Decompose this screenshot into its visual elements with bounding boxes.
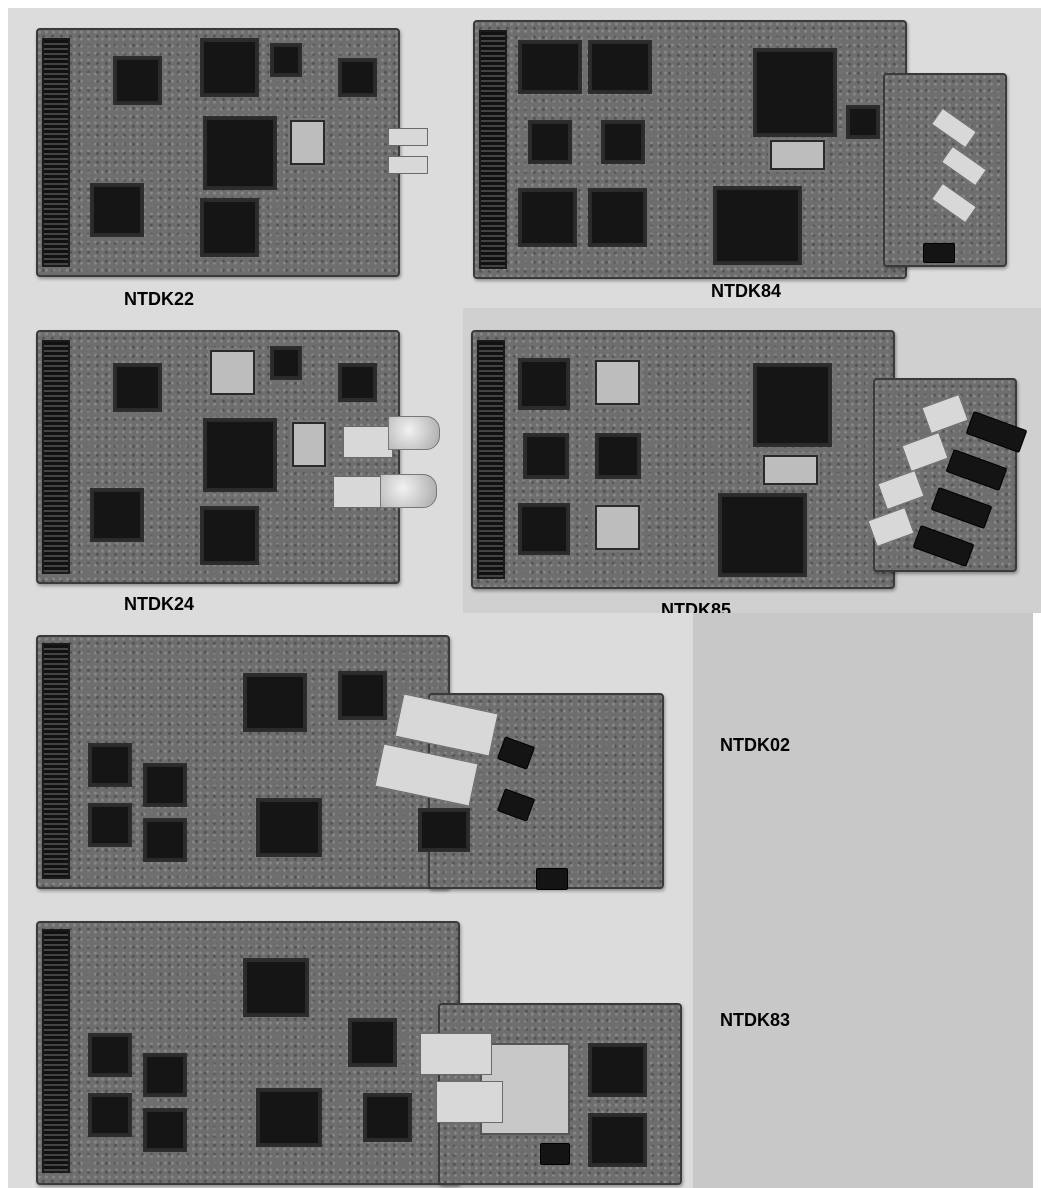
label-ntdk84: NTDK84 — [711, 281, 782, 301]
label-ntdk83: NTDK83 — [720, 1010, 791, 1030]
chip — [588, 1043, 647, 1097]
chip — [256, 798, 322, 857]
panel-ntdk83: NTDK83 — [8, 903, 1033, 1188]
edge-connector — [42, 340, 70, 574]
optical-transceiver — [333, 476, 383, 508]
chip — [88, 1093, 132, 1137]
chip — [601, 120, 645, 164]
chip — [88, 803, 132, 847]
panel-ntdk84: NTDK84 — [463, 8, 1041, 308]
chip — [593, 503, 642, 552]
chip — [588, 40, 652, 94]
chip — [846, 105, 880, 139]
chip — [203, 418, 277, 492]
edge-connector — [477, 340, 505, 579]
connector-plug — [536, 868, 568, 890]
st-connector — [388, 416, 440, 450]
optical-transceiver — [343, 426, 393, 458]
chip — [338, 58, 377, 97]
oscillator — [761, 453, 820, 487]
label-ntdk02: NTDK02 — [720, 735, 791, 755]
chip — [143, 763, 187, 807]
chip — [270, 346, 302, 380]
chip — [200, 506, 259, 565]
oscillator — [288, 118, 327, 167]
panel-ntdk22: NTDK22 — [8, 8, 463, 308]
chip — [753, 363, 832, 447]
chip — [88, 743, 132, 787]
chip — [143, 1053, 187, 1097]
chip — [588, 188, 647, 247]
chip — [88, 1033, 132, 1077]
chip — [243, 673, 307, 732]
chip — [595, 433, 641, 479]
label-ntdk85: NTDK85 — [661, 600, 732, 613]
chip — [753, 48, 837, 137]
chip — [200, 38, 259, 97]
chip — [348, 1018, 397, 1067]
panel-ntdk02: NTDK02 — [8, 613, 1033, 903]
chip — [338, 363, 377, 402]
chip — [363, 1093, 412, 1142]
chip — [528, 120, 572, 164]
edge-connector — [479, 30, 507, 269]
chip — [270, 43, 302, 77]
chip — [90, 488, 144, 542]
panel-ntdk24: NTDK24 — [8, 308, 463, 613]
chip — [200, 198, 259, 257]
chip — [518, 503, 570, 555]
optical-transceiver — [388, 156, 428, 174]
ribbon-cable — [436, 1081, 503, 1123]
circuit-board-ntdk84-extension — [883, 73, 1007, 267]
panel-ntdk85: NTDK85 — [463, 308, 1041, 613]
chip — [518, 358, 570, 410]
chip — [256, 1088, 322, 1147]
chip — [113, 56, 162, 105]
label-ntdk24: NTDK24 — [124, 594, 195, 613]
chip — [588, 1113, 647, 1167]
ribbon-cable — [420, 1033, 492, 1075]
chip — [518, 40, 582, 94]
chip — [208, 348, 257, 397]
chip — [523, 433, 569, 479]
chip — [518, 188, 577, 247]
chip — [113, 363, 162, 412]
optical-transceiver — [388, 128, 428, 146]
chip — [203, 116, 277, 190]
chip — [243, 958, 309, 1017]
chip — [713, 186, 802, 265]
connector-plug — [923, 243, 955, 263]
chip — [418, 808, 470, 852]
chip — [143, 818, 187, 862]
chip — [90, 183, 144, 237]
chip — [593, 358, 642, 407]
chip — [338, 671, 387, 720]
edge-connector — [42, 643, 70, 879]
st-connector — [380, 474, 437, 508]
chip — [718, 493, 807, 577]
oscillator — [768, 138, 827, 172]
edge-connector — [42, 929, 70, 1173]
oscillator — [290, 420, 328, 469]
connector-plug — [540, 1143, 570, 1165]
label-ntdk22: NTDK22 — [124, 289, 195, 308]
edge-connector — [42, 38, 70, 267]
chip — [143, 1108, 187, 1152]
